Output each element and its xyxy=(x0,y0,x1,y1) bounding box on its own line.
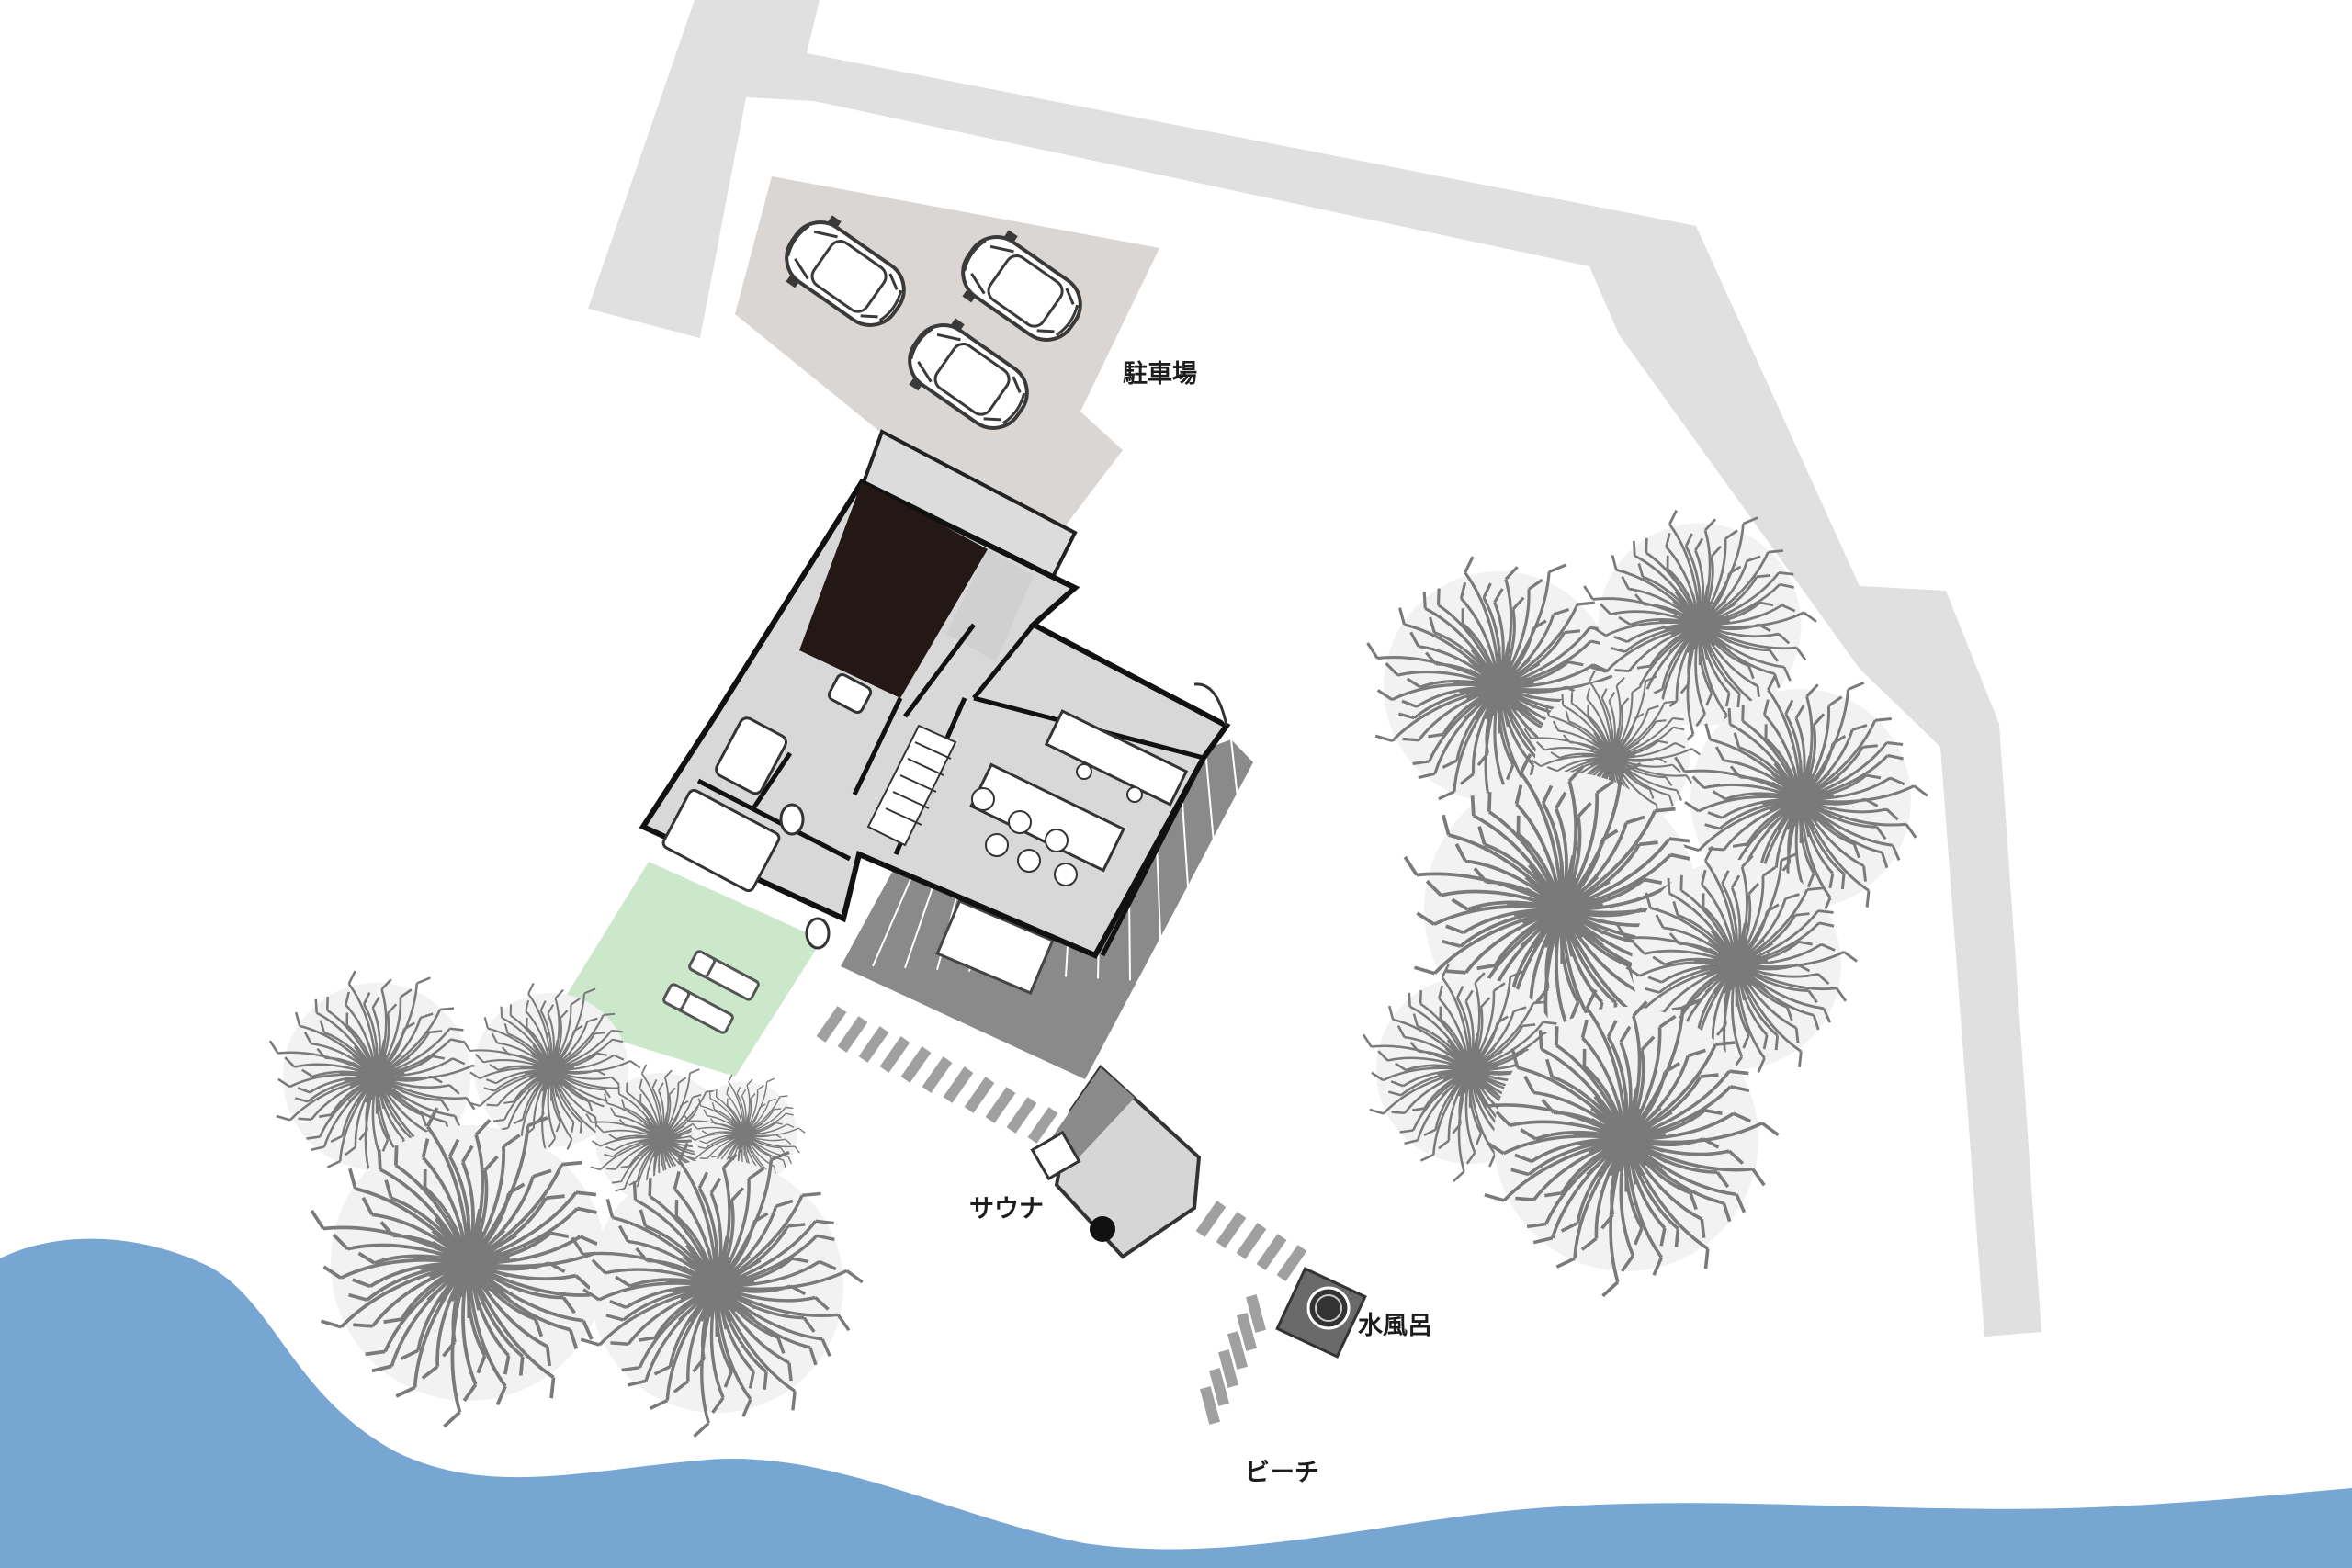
lawn xyxy=(551,862,822,1077)
toilet-icon xyxy=(779,803,805,836)
tree-icon xyxy=(571,1141,865,1438)
bathtub-icon xyxy=(715,716,787,795)
label-cold-bath: 水風呂 xyxy=(1358,1312,1432,1340)
label-beach: ビーチ xyxy=(1245,1459,1319,1487)
sauna-stove-icon xyxy=(1090,1216,1115,1242)
house xyxy=(639,429,1231,959)
boardwalk xyxy=(816,1006,1307,1425)
toilet-icon xyxy=(805,917,831,950)
outdoor-table xyxy=(935,899,1055,995)
sink-icon xyxy=(827,672,873,715)
bed-icon xyxy=(662,788,781,893)
sea xyxy=(0,1238,2352,1568)
label-parking: 駐車場 xyxy=(1123,360,1197,389)
dark-room xyxy=(799,482,988,698)
dining-table xyxy=(969,762,1125,886)
staircase xyxy=(866,724,957,847)
cold-bath-tub-icon xyxy=(1275,1267,1367,1359)
label-sauna: サウナ xyxy=(969,1195,1044,1224)
road xyxy=(588,0,2041,1337)
kitchen-island xyxy=(1044,709,1189,807)
sauna-building xyxy=(1030,1064,1202,1259)
